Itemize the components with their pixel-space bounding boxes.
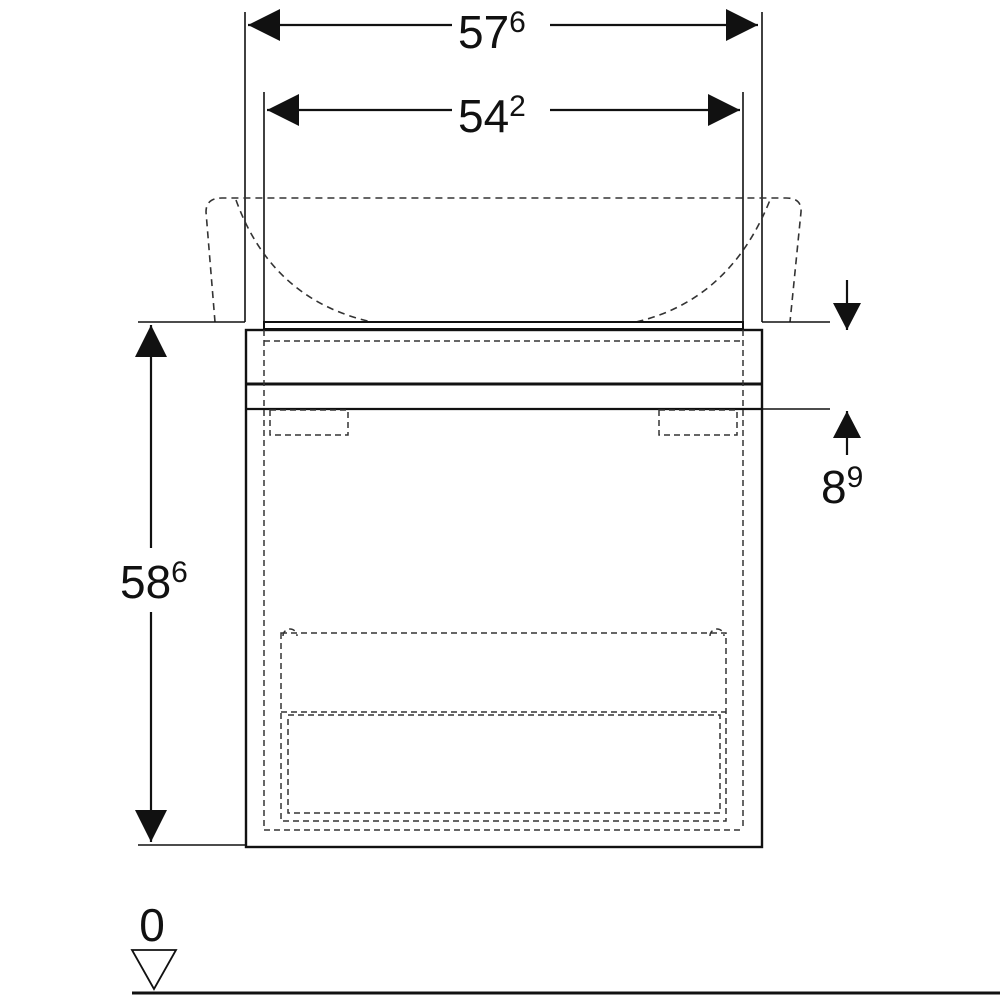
inner-drawer-box — [287, 714, 721, 814]
countertop-plate — [263, 321, 744, 330]
floor-reference: 0 — [130, 899, 1000, 995]
inner-width-label: 542 — [458, 90, 526, 142]
washbasin-bowl — [235, 199, 771, 323]
floor-level-triangle-icon — [130, 949, 178, 991]
cabinet-inner-dashed — [263, 330, 744, 831]
offset-label: 89 — [821, 461, 863, 513]
cabinet — [244, 328, 830, 849]
washbasin-outline — [205, 197, 802, 323]
height-arrow-bottom — [135, 810, 167, 842]
inner-width-arrow-right — [708, 94, 740, 126]
height-dimension: 586 — [120, 325, 245, 846]
offset-arrow-down — [833, 303, 861, 330]
outer-width-dimension: 576 — [244, 6, 763, 322]
cabinet-outline — [244, 328, 764, 849]
offset-arrow-up — [833, 411, 861, 438]
outer-width-label: 576 — [458, 6, 526, 58]
mount-bracket-left — [269, 409, 349, 436]
mount-bracket-right — [658, 409, 738, 436]
drawer-hook-right — [709, 628, 725, 637]
floor-level-label: 0 — [139, 899, 165, 951]
outer-width-arrow-right — [726, 9, 758, 41]
outer-width-arrow-left — [248, 9, 280, 41]
inner-width-arrow-left — [267, 94, 299, 126]
washbasin-rim — [205, 197, 802, 323]
offset-dimension: 89 — [821, 280, 863, 513]
inner-drawer-outline — [280, 632, 727, 822]
inner-width-dimension: 542 — [263, 90, 744, 322]
countertop — [138, 321, 830, 330]
drawer-hook-left — [282, 628, 298, 637]
height-label: 586 — [120, 556, 188, 608]
height-arrow-top — [135, 325, 167, 357]
